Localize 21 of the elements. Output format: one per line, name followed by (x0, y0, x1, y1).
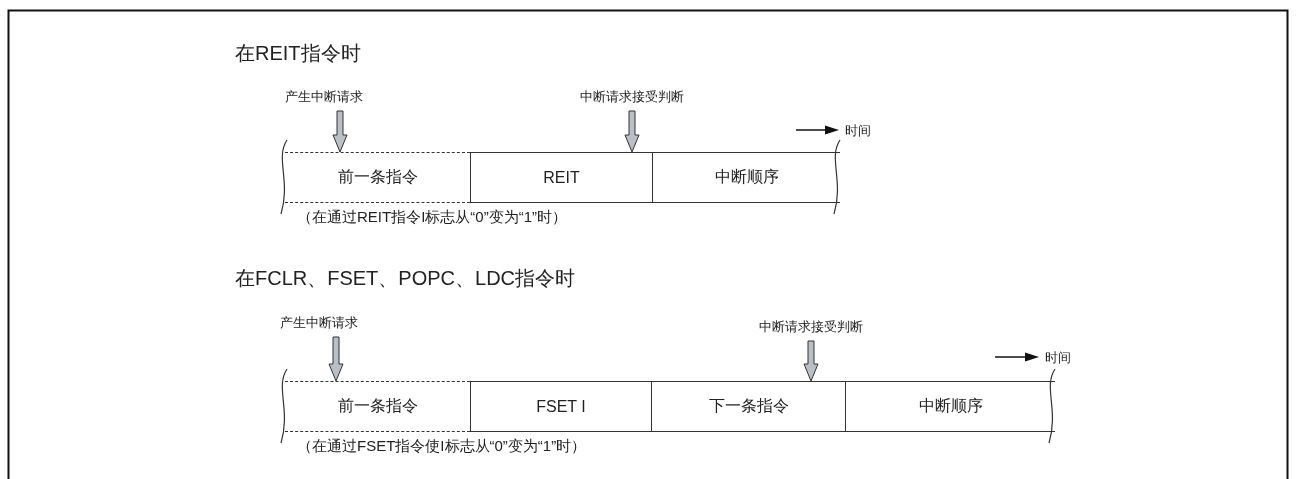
annotation-text: 中断请求接受判断 (759, 318, 863, 336)
annotation-text: 中断请求接受判断 (580, 88, 684, 106)
section-title: 在FCLR、FSET、POPC、LDC指令时 (235, 266, 576, 291)
instruction-cell: 前一条指令 (285, 381, 470, 432)
block-arrow (803, 340, 819, 382)
instruction-cell: REIT (470, 152, 652, 203)
block-arrow (328, 336, 344, 382)
instruction-cell: 中断顺序 (652, 152, 840, 203)
instruction-cell: 前一条指令 (285, 152, 470, 203)
instruction-cell: 下一条指令 (651, 381, 845, 432)
block-arrow (332, 110, 348, 153)
note-text: （在通过FSET指令使I标志从“0”变为“1”时） (297, 437, 587, 456)
block-arrow (624, 110, 640, 153)
annotation-text: 产生中断请求 (285, 88, 363, 106)
note-text: （在通过REIT指令I标志从“0”变为“1”时） (297, 208, 567, 227)
annotation-text: 产生中断请求 (280, 314, 358, 332)
instruction-cell: FSET I (470, 381, 651, 432)
axis-label: 时间 (1045, 349, 1071, 367)
section-title: 在REIT指令时 (235, 41, 361, 66)
instruction-cell: 中断顺序 (845, 381, 1055, 432)
axis-label: 时间 (845, 122, 871, 140)
